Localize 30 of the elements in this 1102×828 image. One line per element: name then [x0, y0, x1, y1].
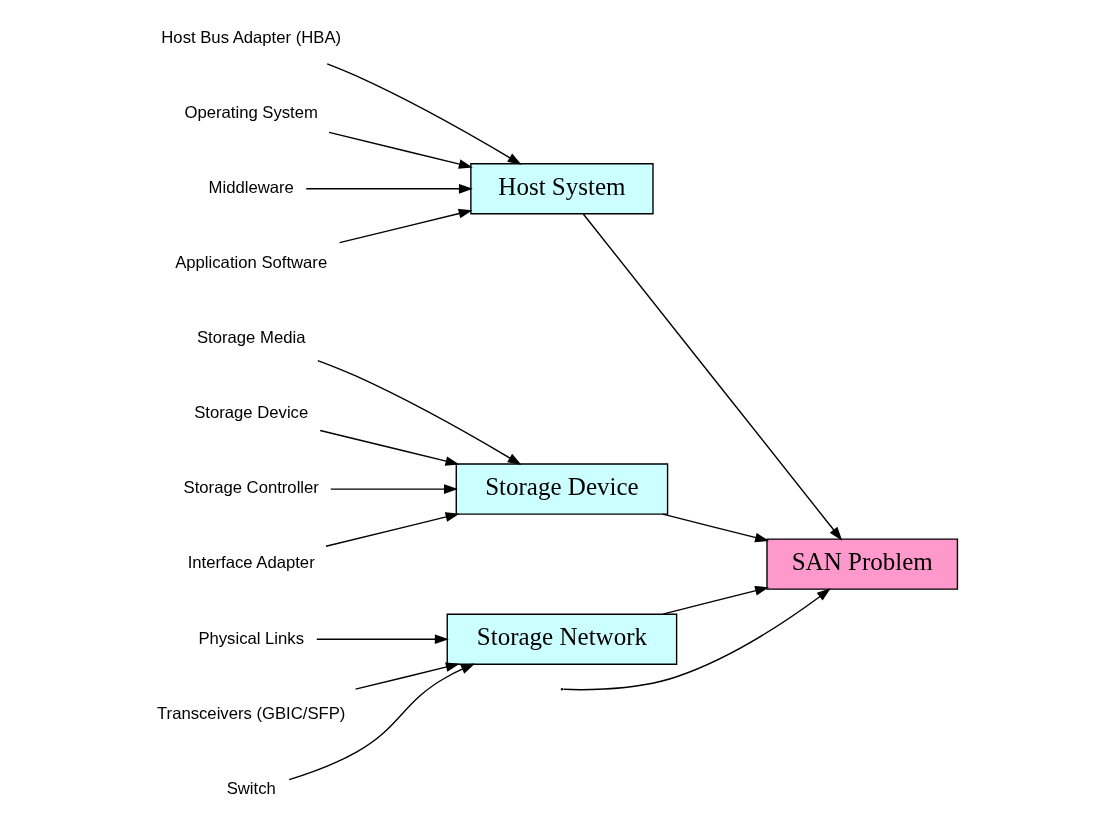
node-box: Storage Device [455, 463, 668, 515]
node-text: Storage Media [196, 328, 305, 348]
node-box: Storage Network [446, 613, 677, 665]
node-box: Host System [469, 163, 654, 215]
node-text: Storage Device [193, 403, 308, 423]
arrow [288, 663, 475, 781]
arrow [354, 662, 460, 690]
node-text: Physical Links [197, 628, 304, 648]
node-text: Application Software [174, 253, 327, 273]
arrow [319, 429, 459, 466]
arrow [582, 213, 842, 541]
arrow [327, 131, 473, 169]
arrow [562, 588, 831, 691]
arrow [316, 359, 522, 466]
arrow [315, 634, 449, 645]
node-text: Transceivers (GBIC/SFP) [156, 703, 345, 723]
arrow [329, 484, 458, 494]
node-text: Middleware [208, 178, 294, 198]
arrow [326, 63, 522, 165]
node-text: Switch [226, 778, 276, 798]
node-box: SAN Problem [765, 538, 958, 590]
arrow [305, 183, 473, 194]
arrow [324, 512, 459, 547]
node-text: Operating System [184, 103, 318, 123]
arrow [661, 586, 769, 615]
node-text: Interface Adapter [187, 553, 315, 573]
arrow [661, 513, 769, 543]
arrow [338, 208, 473, 244]
node-text: Storage Controller [183, 478, 319, 498]
node-text: Host Bus Adapter (HBA) [160, 27, 341, 47]
